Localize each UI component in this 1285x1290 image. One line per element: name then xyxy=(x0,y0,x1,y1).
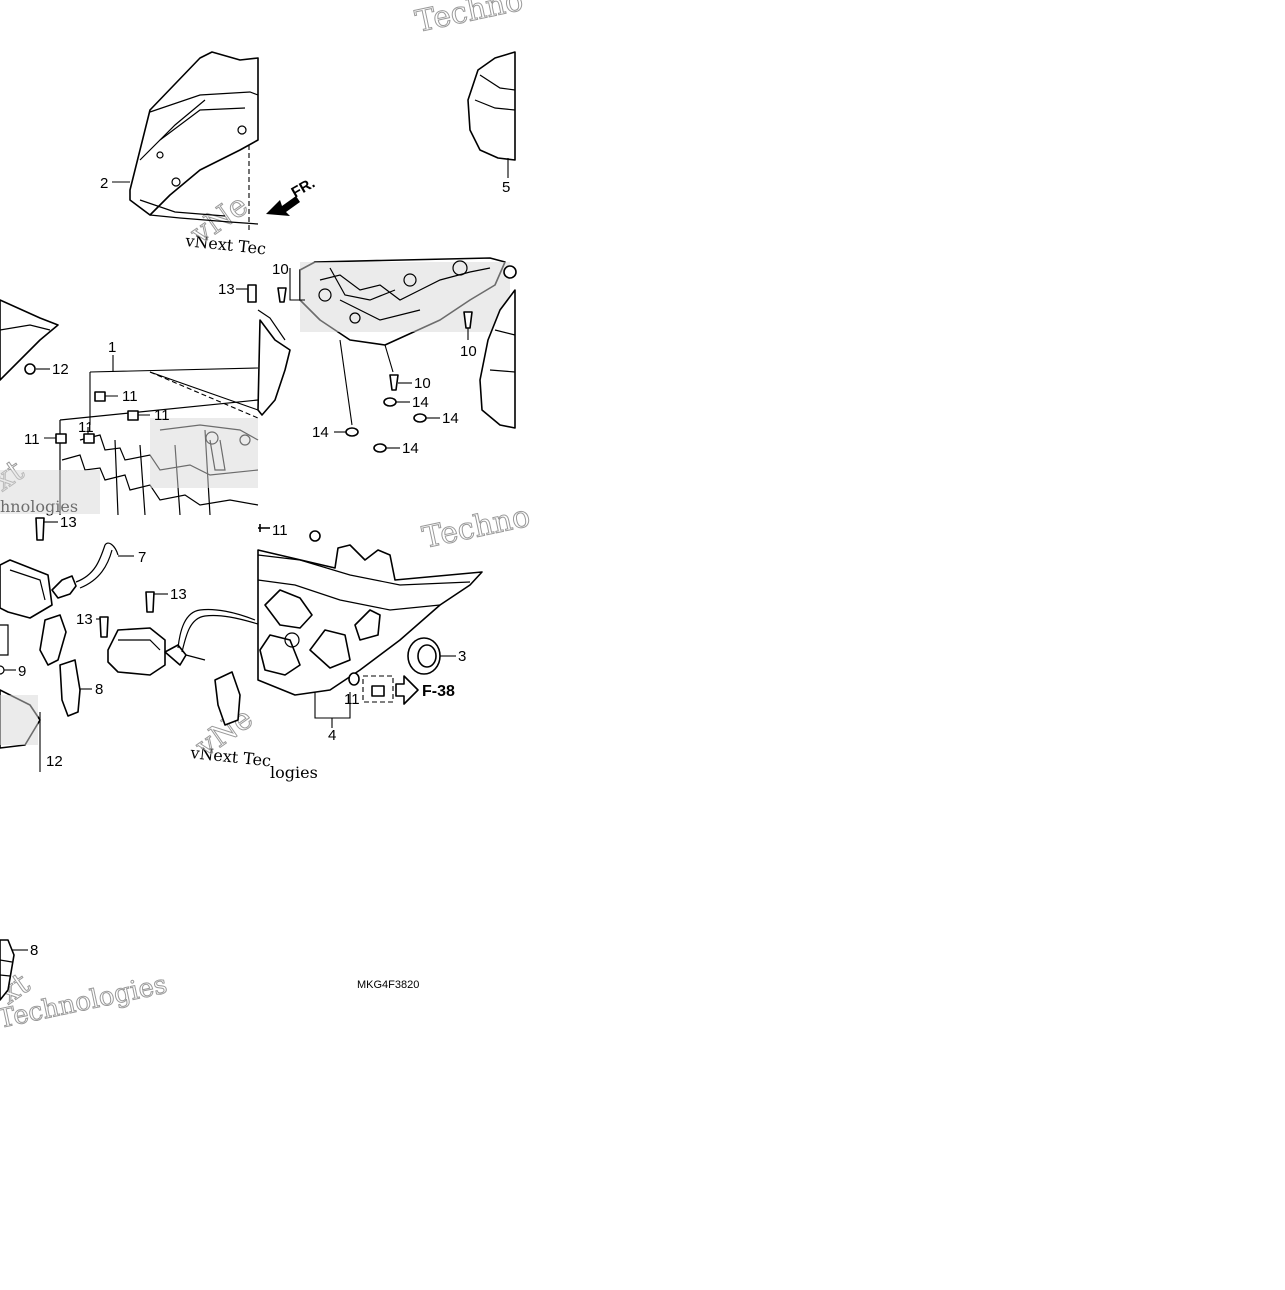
callout-13: 13 xyxy=(170,586,187,603)
callout-14: 14 xyxy=(312,424,329,441)
callout-13: 13 xyxy=(218,281,235,298)
callout-10: 10 xyxy=(272,261,289,278)
callout-4: 4 xyxy=(328,727,336,744)
part-3-grommet xyxy=(408,638,456,674)
callout-12: 12 xyxy=(52,361,69,378)
callout-1: 1 xyxy=(108,339,116,356)
callout-5: 5 xyxy=(502,179,510,196)
watermark-text: logies xyxy=(270,763,318,782)
callout-12: 12 xyxy=(46,753,63,770)
callout-11: 11 xyxy=(78,419,94,436)
callout-7: 7 xyxy=(138,549,146,566)
part-tray-assembly xyxy=(258,258,516,452)
callout-2: 2 xyxy=(100,175,108,192)
callout-11: 11 xyxy=(154,407,170,424)
callout-11: 11 xyxy=(272,522,288,539)
callout-10: 10 xyxy=(460,343,477,360)
watermark-layer: Techno vNext Tec vNe xt hnologies Techno… xyxy=(0,0,533,1035)
reference-page-label: F-38 xyxy=(422,683,455,700)
callout-3: 3 xyxy=(458,648,466,665)
callout-8: 8 xyxy=(30,942,38,959)
part-5-cover xyxy=(468,52,515,178)
watermark-text: Techno xyxy=(419,499,533,556)
callout-11: 11 xyxy=(344,691,360,708)
callout-14: 14 xyxy=(402,440,419,457)
callout-14: 14 xyxy=(412,394,429,411)
front-direction-label: FR. xyxy=(289,175,318,202)
diagram-code: MKG4F3820 xyxy=(357,979,419,991)
callout-14: 14 xyxy=(442,410,459,427)
watermark-text: Techno xyxy=(412,0,526,40)
callout-13: 13 xyxy=(76,611,93,628)
callout-9: 9 xyxy=(18,663,26,680)
reference-fastener xyxy=(363,676,418,704)
callout-11: 11 xyxy=(24,431,40,448)
callout-8: 8 xyxy=(95,681,103,698)
callout-11: 11 xyxy=(122,388,138,405)
callout-10: 10 xyxy=(414,375,431,392)
callout-13: 13 xyxy=(60,514,77,531)
